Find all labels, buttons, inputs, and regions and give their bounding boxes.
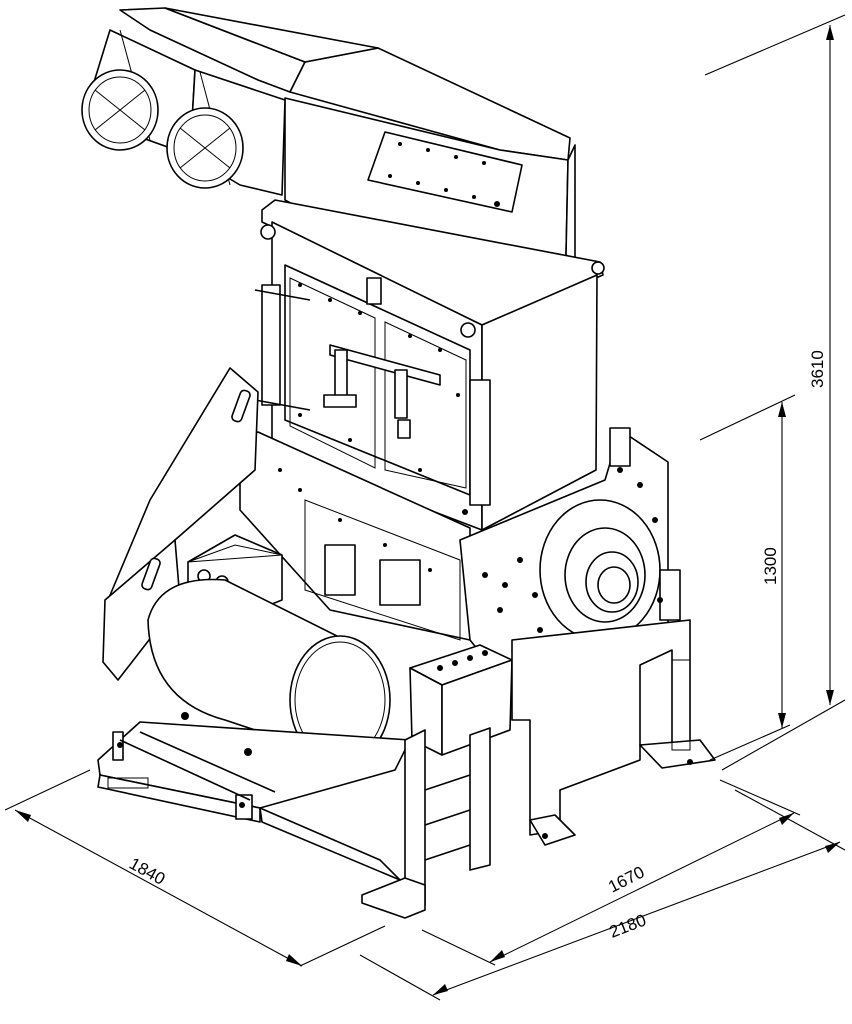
motor — [147, 534, 391, 765]
machine-frame — [259, 619, 716, 919]
cutting-chamber — [254, 199, 605, 531]
dim-depth-overall: 2180 — [607, 910, 649, 941]
dim-width: 1840 — [126, 854, 168, 889]
dim-machine-height: 1300 — [761, 547, 780, 585]
dim-overall-height: 3610 — [808, 350, 827, 388]
belt-guard — [102, 367, 259, 681]
rotor-housing — [239, 427, 681, 692]
feed-hood — [81, 7, 576, 301]
dim-depth-main: 1670 — [605, 862, 647, 896]
dimension-lines — [4, 14, 846, 1001]
motor-base — [97, 712, 411, 823]
